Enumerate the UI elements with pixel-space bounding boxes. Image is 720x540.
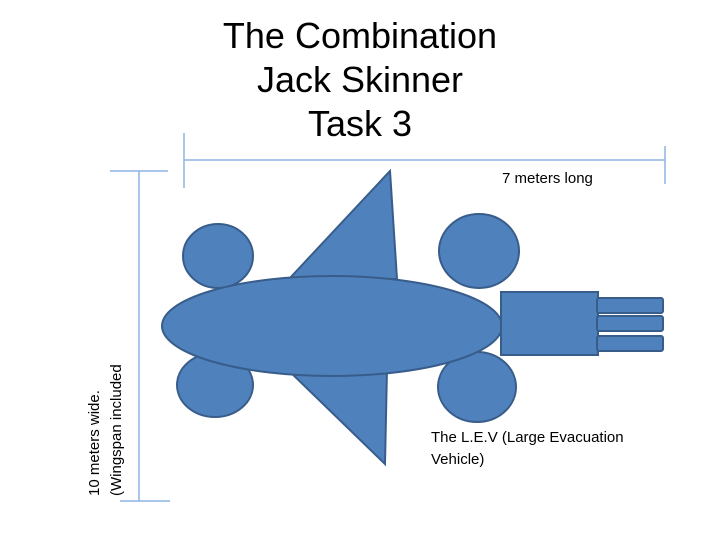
length-label: 7 meters long <box>502 170 593 187</box>
slide-title: The Combination Jack Skinner Task 3 <box>0 14 720 146</box>
length-dimension <box>183 133 666 188</box>
wheel-front-left <box>182 223 254 289</box>
title-line-3: Task 3 <box>307 103 413 144</box>
fuselage <box>161 275 503 377</box>
title-line-1: The Combination <box>222 15 498 56</box>
exhaust-pipe-middle <box>596 315 664 332</box>
vehicle-shape <box>161 168 664 467</box>
width-label-line-2: (Wingspan included <box>108 364 125 496</box>
width-label: 10 meters wide. (Wingspan included <box>84 336 128 496</box>
engine-block <box>500 291 599 356</box>
wheel-front-right <box>438 213 520 289</box>
vehicle-caption: The L.E.V (Large Evacuation Vehicle) <box>431 429 624 468</box>
title-line-2: Jack Skinner <box>256 59 464 100</box>
wing-bottom <box>283 367 389 467</box>
wing-top <box>286 168 399 280</box>
width-dimension <box>110 170 170 502</box>
exhaust-pipe-bottom <box>596 335 664 352</box>
exhaust-pipe-top <box>596 297 664 314</box>
width-label-line-1: 10 meters wide. <box>86 390 103 496</box>
